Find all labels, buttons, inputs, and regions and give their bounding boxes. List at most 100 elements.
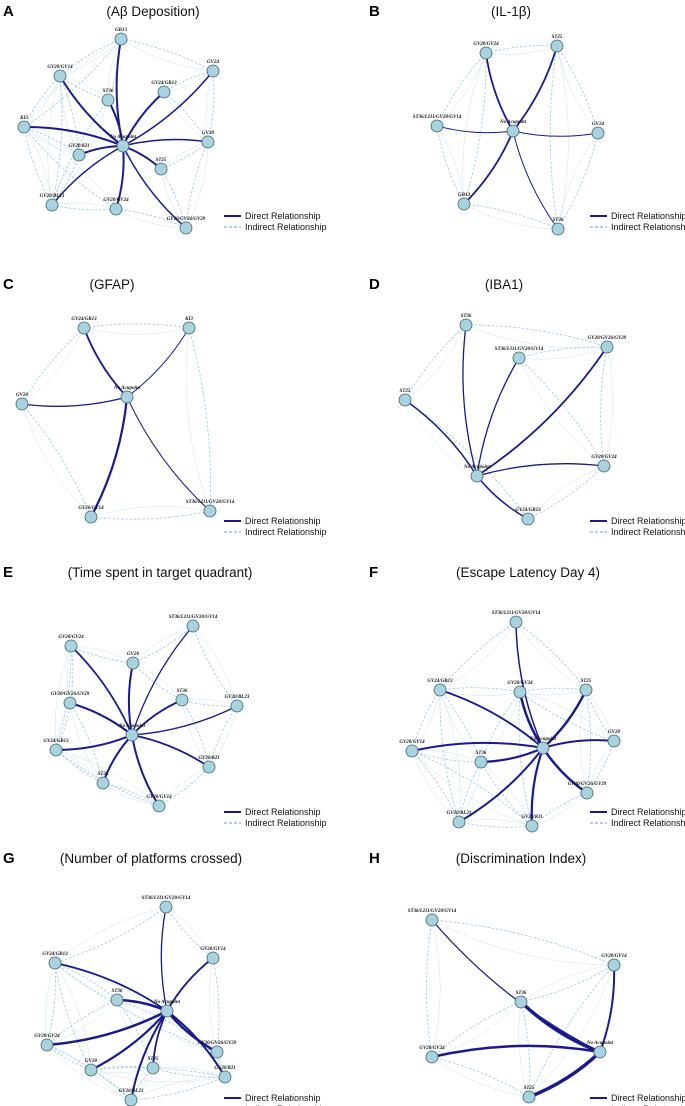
node-gv20[interactable]: GV20 bbox=[84, 1059, 97, 1077]
node-gv20gv14[interactable]: GV20/GV14 bbox=[146, 795, 172, 813]
node-circle[interactable] bbox=[398, 393, 412, 407]
node-circle[interactable] bbox=[607, 958, 621, 972]
node-circle[interactable] bbox=[114, 32, 128, 46]
node-gv24gb13[interactable]: GV24/GB13 bbox=[43, 739, 69, 757]
node-circle[interactable] bbox=[230, 699, 244, 713]
node-circle[interactable] bbox=[84, 510, 98, 524]
node-gv20bl23[interactable]: GV20/BL23 bbox=[225, 695, 250, 713]
node-gv20[interactable]: GV20 bbox=[15, 393, 29, 411]
node-gv20gv24[interactable]: GV20/GV24 bbox=[34, 1034, 60, 1052]
node-circle[interactable] bbox=[186, 619, 200, 633]
node-st25[interactable]: ST25 bbox=[96, 772, 110, 790]
node-circle[interactable] bbox=[160, 1004, 174, 1018]
node-circle[interactable] bbox=[479, 46, 493, 60]
node-circle[interactable] bbox=[600, 340, 614, 354]
node-gv20ki1[interactable]: GV20/KI1 bbox=[198, 756, 220, 774]
node-noacu[interactable]: No Acupoint bbox=[529, 737, 557, 755]
node-circle[interactable] bbox=[509, 615, 523, 629]
node-st25[interactable]: ST25 bbox=[146, 1057, 160, 1075]
node-gv20gv14[interactable]: GV20/GV14 bbox=[200, 947, 226, 965]
node-circle[interactable] bbox=[513, 685, 527, 699]
node-gv20bl23[interactable]: GV20/BL23 bbox=[40, 194, 65, 212]
node-circle[interactable] bbox=[175, 693, 189, 707]
node-st25[interactable]: ST25 bbox=[579, 679, 593, 697]
node-noacu[interactable]: No Acupoint bbox=[499, 120, 527, 138]
node-circle[interactable] bbox=[146, 1061, 160, 1075]
node-circle[interactable] bbox=[72, 148, 86, 162]
node-circle[interactable] bbox=[109, 202, 123, 216]
node-gv20ki1[interactable]: GV20/KI1 bbox=[214, 1066, 236, 1084]
node-circle[interactable] bbox=[116, 139, 130, 153]
node-circle[interactable] bbox=[425, 1050, 439, 1064]
node-circle[interactable] bbox=[593, 1045, 607, 1059]
node-circle[interactable] bbox=[405, 744, 419, 758]
node-gv20gv24[interactable]: GV20/GV24 bbox=[103, 198, 129, 216]
node-ki3[interactable]: KI3 bbox=[17, 116, 31, 134]
node-gv20ki1[interactable]: GV20/KI1 bbox=[68, 144, 90, 162]
node-circle[interactable] bbox=[433, 683, 447, 697]
node-circle[interactable] bbox=[203, 504, 217, 518]
node-gv24gb13[interactable]: GV24/GB13 bbox=[151, 81, 177, 99]
node-circle[interactable] bbox=[457, 197, 471, 211]
node-circle[interactable] bbox=[580, 786, 594, 800]
node-gv20gv14[interactable]: GV20/GV14 bbox=[601, 954, 627, 972]
node-gv20gv24[interactable]: GV20/GV24 bbox=[419, 1046, 445, 1064]
node-circle[interactable] bbox=[40, 1038, 54, 1052]
node-circle[interactable] bbox=[452, 815, 466, 829]
node-circle[interactable] bbox=[96, 776, 110, 790]
node-st36l11[interactable]: ST36/LI11/GV20/GV14 bbox=[495, 347, 544, 365]
node-st36l11[interactable]: ST36/LI11/GV20/GV14 bbox=[408, 909, 457, 927]
node-st25[interactable]: ST25 bbox=[522, 1086, 536, 1104]
node-st36[interactable]: ST36 bbox=[175, 689, 189, 707]
node-circle[interactable] bbox=[53, 69, 67, 83]
node-circle[interactable] bbox=[579, 683, 593, 697]
node-st36l11[interactable]: ST36/LI11/GV20/GV14 bbox=[186, 500, 235, 518]
node-circle[interactable] bbox=[514, 995, 528, 1009]
node-circle[interactable] bbox=[159, 900, 173, 914]
node-gv20gv26gv29[interactable]: GV20/GV26/GV29 bbox=[198, 1041, 237, 1059]
node-gv20gv24[interactable]: GV20/GV24 bbox=[473, 42, 499, 60]
node-gv20gv26gv29[interactable]: GV20/GV26/GV29 bbox=[167, 217, 206, 235]
node-noacu[interactable]: No Acupoint bbox=[463, 465, 491, 483]
node-circle[interactable] bbox=[77, 321, 91, 335]
node-circle[interactable] bbox=[45, 198, 59, 212]
node-circle[interactable] bbox=[551, 222, 565, 236]
node-circle[interactable] bbox=[459, 318, 473, 332]
node-circle[interactable] bbox=[17, 120, 31, 134]
node-circle[interactable] bbox=[474, 755, 488, 769]
node-circle[interactable] bbox=[120, 390, 134, 404]
node-noacu[interactable]: No Acupoint bbox=[586, 1041, 614, 1059]
node-circle[interactable] bbox=[218, 1070, 232, 1084]
node-gv24gb13[interactable]: GV24/GB13 bbox=[42, 952, 68, 970]
node-circle[interactable] bbox=[536, 741, 550, 755]
node-circle[interactable] bbox=[525, 819, 539, 833]
node-gv20ki1[interactable]: GV20/KI1 bbox=[521, 815, 543, 833]
node-st36l11[interactable]: ST36/LI11/GV20/GV14 bbox=[142, 896, 191, 914]
node-circle[interactable] bbox=[157, 85, 171, 99]
node-circle[interactable] bbox=[126, 656, 140, 670]
node-st36[interactable]: ST36 bbox=[459, 314, 473, 332]
node-circle[interactable] bbox=[597, 459, 611, 473]
node-gv20[interactable]: GV20 bbox=[126, 652, 140, 670]
node-circle[interactable] bbox=[512, 351, 526, 365]
node-noacu[interactable]: No Acupoint bbox=[109, 135, 137, 153]
node-circle[interactable] bbox=[48, 956, 62, 970]
node-circle[interactable] bbox=[15, 397, 29, 411]
node-circle[interactable] bbox=[591, 126, 605, 140]
node-circle[interactable] bbox=[110, 993, 124, 1007]
node-circle[interactable] bbox=[425, 913, 439, 927]
node-circle[interactable] bbox=[64, 639, 78, 653]
node-circle[interactable] bbox=[179, 221, 193, 235]
node-circle[interactable] bbox=[210, 1045, 224, 1059]
node-gb13[interactable]: GB13 bbox=[457, 193, 471, 211]
node-gv20bl23[interactable]: GV20/BL23 bbox=[447, 811, 472, 829]
node-gv20gv26gv29[interactable]: GV20/GV26/GV29 bbox=[568, 782, 607, 800]
node-gv24[interactable]: GV24 bbox=[206, 60, 219, 78]
node-circle[interactable] bbox=[206, 951, 220, 965]
node-st36[interactable]: ST36 bbox=[514, 991, 528, 1009]
node-circle[interactable] bbox=[550, 39, 564, 53]
node-circle[interactable] bbox=[63, 696, 77, 710]
node-st36[interactable]: ST36 bbox=[474, 751, 488, 769]
node-circle[interactable] bbox=[430, 119, 444, 133]
node-circle[interactable] bbox=[470, 469, 484, 483]
